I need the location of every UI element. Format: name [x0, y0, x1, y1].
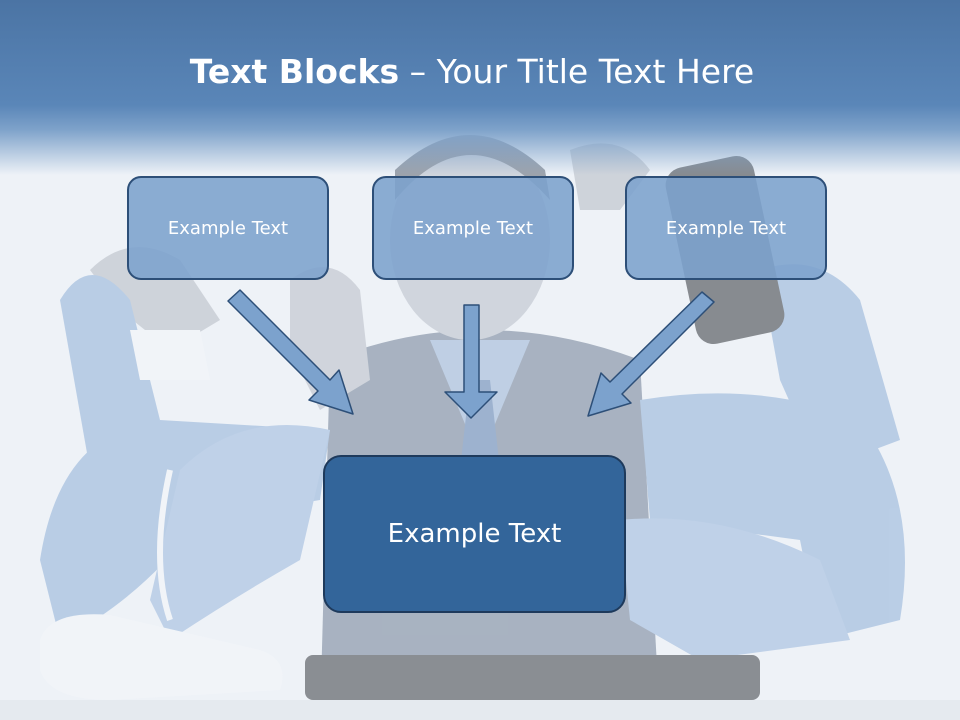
slide-title: Text Blocks – Your Title Text Here [0, 52, 944, 91]
text-block-3[interactable]: Example Text [625, 176, 827, 280]
title-bold: Text Blocks [189, 52, 400, 91]
text-block-2[interactable]: Example Text [372, 176, 574, 280]
text-block-1[interactable]: Example Text [127, 176, 329, 280]
title-band [0, 0, 960, 175]
main-text-block-label: Example Text [387, 519, 562, 549]
title-separator: – [399, 52, 437, 91]
main-text-block[interactable]: Example Text [323, 455, 626, 613]
title-rest: Your Title Text Here [436, 52, 755, 91]
text-block-1-label: Example Text [167, 217, 289, 239]
text-block-2-label: Example Text [412, 217, 534, 239]
text-block-3-label: Example Text [665, 217, 787, 239]
